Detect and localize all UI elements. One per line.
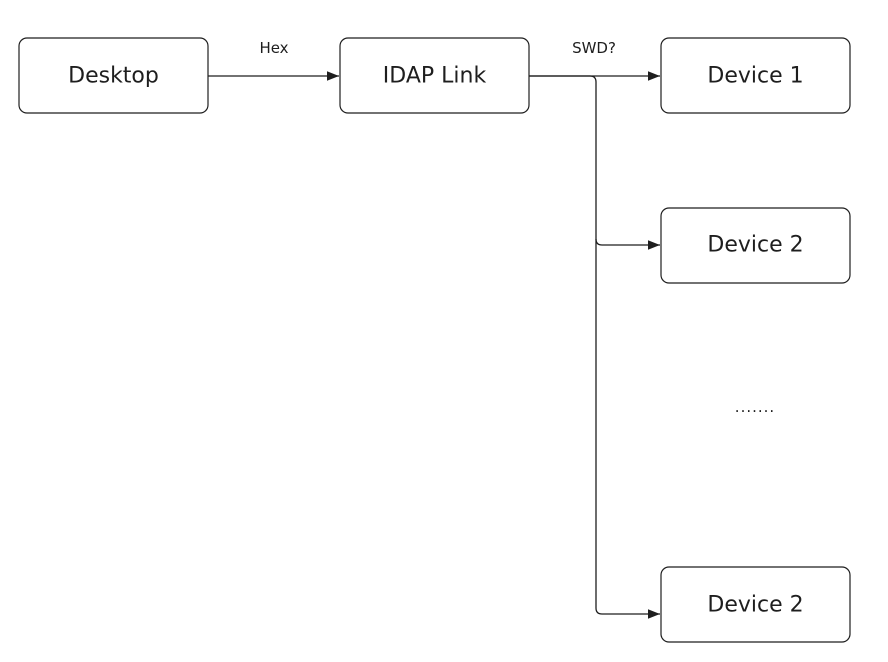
edge-label-hex: Hex — [259, 39, 288, 57]
node-device-1: Device 1 — [660, 37, 851, 114]
ellipsis-more-devices: ....... — [735, 398, 775, 416]
edge-label-swd: SWD? — [572, 39, 616, 57]
node-device-1-box — [660, 37, 851, 114]
node-desktop-box — [18, 37, 209, 114]
node-device-2-bottom-box — [660, 566, 851, 643]
node-idap-link: IDAP Link — [339, 37, 530, 114]
node-device-2-bottom-label: Device 2 — [707, 593, 803, 618]
node-device-2-top: Device 2 — [660, 207, 851, 284]
node-device-2-top-box — [660, 207, 851, 284]
node-desktop: Desktop — [18, 37, 209, 114]
edge-desktop-to-idap: Hex — [208, 39, 339, 81]
node-idap-link-label: IDAP Link — [383, 64, 487, 89]
edge-idap-to-devices: SWD? — [529, 39, 660, 619]
node-device-2-top-label: Device 2 — [707, 233, 803, 258]
node-desktop-label: Desktop — [68, 64, 159, 89]
node-device-2-bottom: Device 2 — [660, 566, 851, 643]
node-idap-link-box — [339, 37, 530, 114]
edge-idap-bus-trunk — [529, 75, 660, 619]
edge-idap-to-device-2-top-line — [595, 238, 660, 250]
node-device-1-label: Device 1 — [707, 64, 803, 89]
